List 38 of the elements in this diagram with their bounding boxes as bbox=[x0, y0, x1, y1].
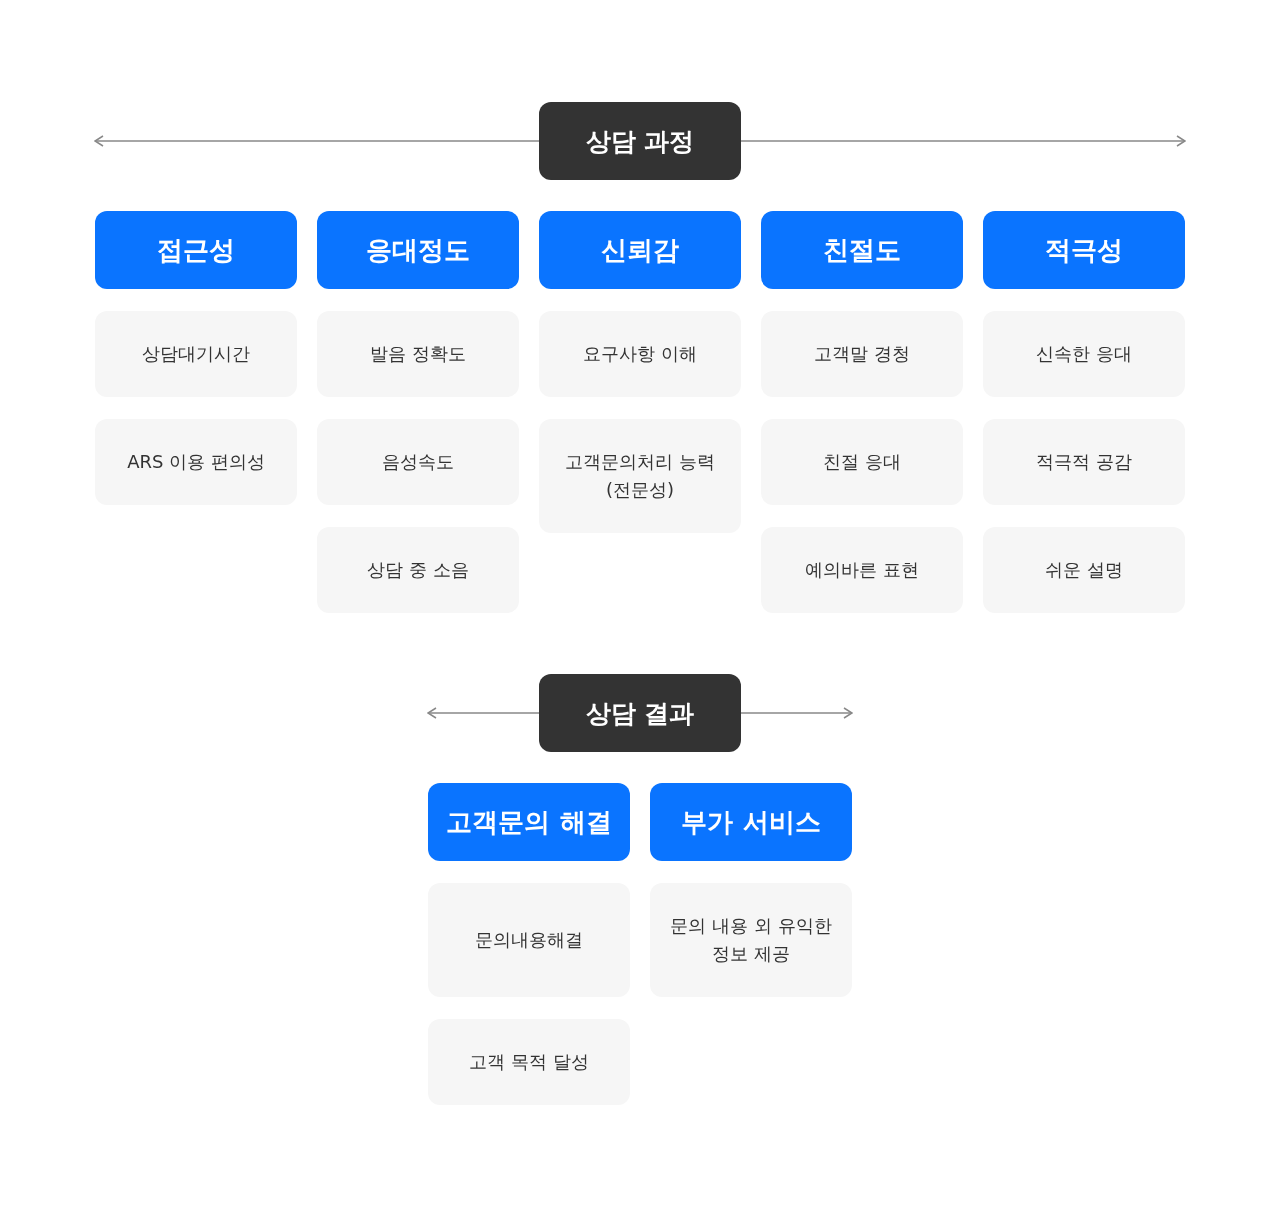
item-label: 고객문의처리 능력 (전문성) bbox=[564, 450, 716, 502]
item-label: ARS 이용 편의성 bbox=[127, 450, 265, 474]
item-label: 문의내용해결 bbox=[475, 928, 583, 952]
item-label: 상담대기시간 bbox=[142, 342, 250, 366]
category-header bbox=[428, 783, 630, 861]
section-title: 상담 과정 bbox=[585, 125, 695, 158]
category-header bbox=[539, 211, 741, 289]
item-label: 음성속도 bbox=[382, 450, 454, 474]
category-label: 부가 서비스 bbox=[681, 805, 821, 839]
category-header bbox=[761, 211, 963, 289]
section-title-box bbox=[539, 102, 741, 180]
category-header bbox=[95, 211, 297, 289]
item-label: 적극적 공감 bbox=[1036, 450, 1132, 474]
item-label: 요구사항 이해 bbox=[583, 342, 697, 366]
item-label: 발음 정확도 bbox=[370, 342, 466, 366]
item-label: 고객말 경청 bbox=[814, 342, 910, 366]
category-header bbox=[317, 211, 519, 289]
category-label: 접근성 bbox=[157, 233, 235, 267]
item-label: 친절 응대 bbox=[823, 450, 901, 474]
category-header bbox=[983, 211, 1185, 289]
section-title-box bbox=[539, 674, 741, 752]
arrow bbox=[740, 135, 1186, 147]
arrow bbox=[94, 135, 540, 147]
item-label: 고객 목적 달성 bbox=[469, 1050, 589, 1074]
item-label: 상담 중 소음 bbox=[367, 558, 469, 582]
item-label: 신속한 응대 bbox=[1036, 342, 1132, 366]
arrow bbox=[427, 707, 540, 719]
category-label: 신뢰감 bbox=[601, 233, 679, 267]
category-label: 응대정도 bbox=[366, 233, 470, 267]
category-label: 고객문의 해결 bbox=[446, 805, 612, 839]
item-label: 쉬운 설명 bbox=[1045, 558, 1123, 582]
item-label: 문의 내용 외 유익한 정보 제공 bbox=[669, 914, 833, 966]
category-label: 적극성 bbox=[1045, 233, 1123, 267]
category-header bbox=[650, 783, 852, 861]
section-title: 상담 결과 bbox=[585, 697, 695, 730]
category-label: 친절도 bbox=[823, 233, 901, 267]
arrow bbox=[740, 707, 853, 719]
item-label: 예의바른 표현 bbox=[805, 558, 919, 582]
